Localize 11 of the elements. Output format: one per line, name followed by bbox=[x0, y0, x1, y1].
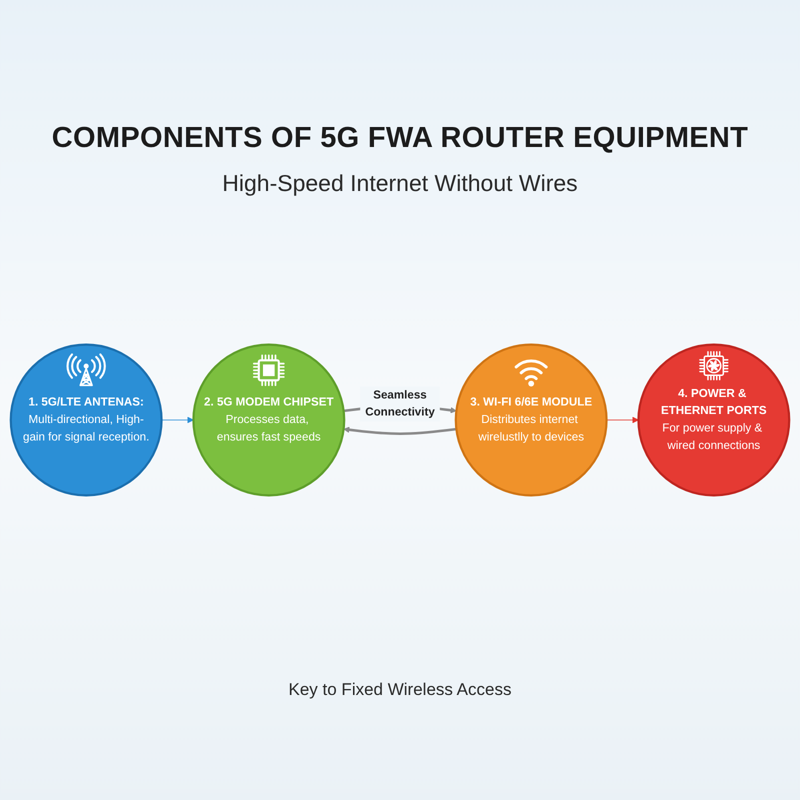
title: COMPONENTS OF 5G FWA ROUTER EQUIPMENT bbox=[52, 122, 748, 155]
arrow bbox=[161, 416, 194, 424]
node-circle: 1. 5G/LTE ANTENAS: Multi-directional, High-gain for signal reception. bbox=[10, 344, 163, 496]
edge-label: Seamless Connectivity bbox=[365, 388, 435, 419]
arrow bbox=[606, 416, 639, 424]
arrow bbox=[343, 426, 457, 435]
node-circle: 3. WI-FI 6/6E MODULE Distributes internet wirelustlly to devices bbox=[454, 344, 608, 496]
node-circle: 4. POWER & ETHERNET PORTS For power supply & wired connections bbox=[637, 344, 790, 496]
subtitle: High-Speed Internet Without Wires bbox=[222, 170, 578, 197]
caption: Key to Fixed Wireless Access bbox=[288, 680, 512, 700]
node-circle: 2. 5G MODEM CHIPSET Processes data, ensures fast speeds bbox=[192, 344, 346, 496]
